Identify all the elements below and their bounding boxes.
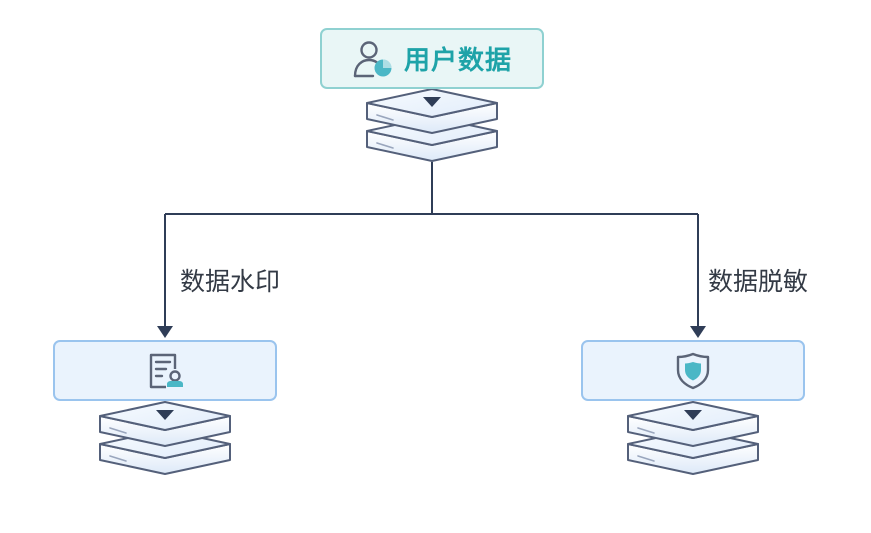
edge-label-watermark: 数据水印 bbox=[180, 267, 281, 296]
edge-label-masking: 数据脱敏 bbox=[708, 267, 809, 296]
storage-stack-masking-down-arrow bbox=[684, 410, 702, 420]
storage-stack-watermark bbox=[99, 401, 231, 475]
source-node-title: 用户数据 bbox=[403, 46, 512, 76]
storage-stack-masking-layer-2 bbox=[627, 401, 759, 447]
storage-stacks bbox=[99, 88, 759, 475]
source-node-user-data[interactable]: 用户数据 bbox=[320, 28, 544, 89]
shield-icon bbox=[674, 351, 712, 391]
storage-stack-watermark-down-arrow bbox=[156, 410, 174, 420]
storage-stack-masking bbox=[627, 401, 759, 475]
branch-node-masking[interactable] bbox=[581, 340, 805, 401]
document-stamp-icon bbox=[146, 351, 184, 391]
storage-stack-source bbox=[366, 88, 498, 162]
arrow-right bbox=[690, 326, 706, 338]
connectors bbox=[164, 162, 699, 328]
arrow-left bbox=[157, 326, 173, 338]
storage-stack-source-down-arrow bbox=[423, 97, 441, 107]
storage-stack-source-layer-2 bbox=[366, 88, 498, 134]
branch-node-watermark[interactable] bbox=[53, 340, 277, 401]
user-chart-icon bbox=[352, 38, 394, 80]
